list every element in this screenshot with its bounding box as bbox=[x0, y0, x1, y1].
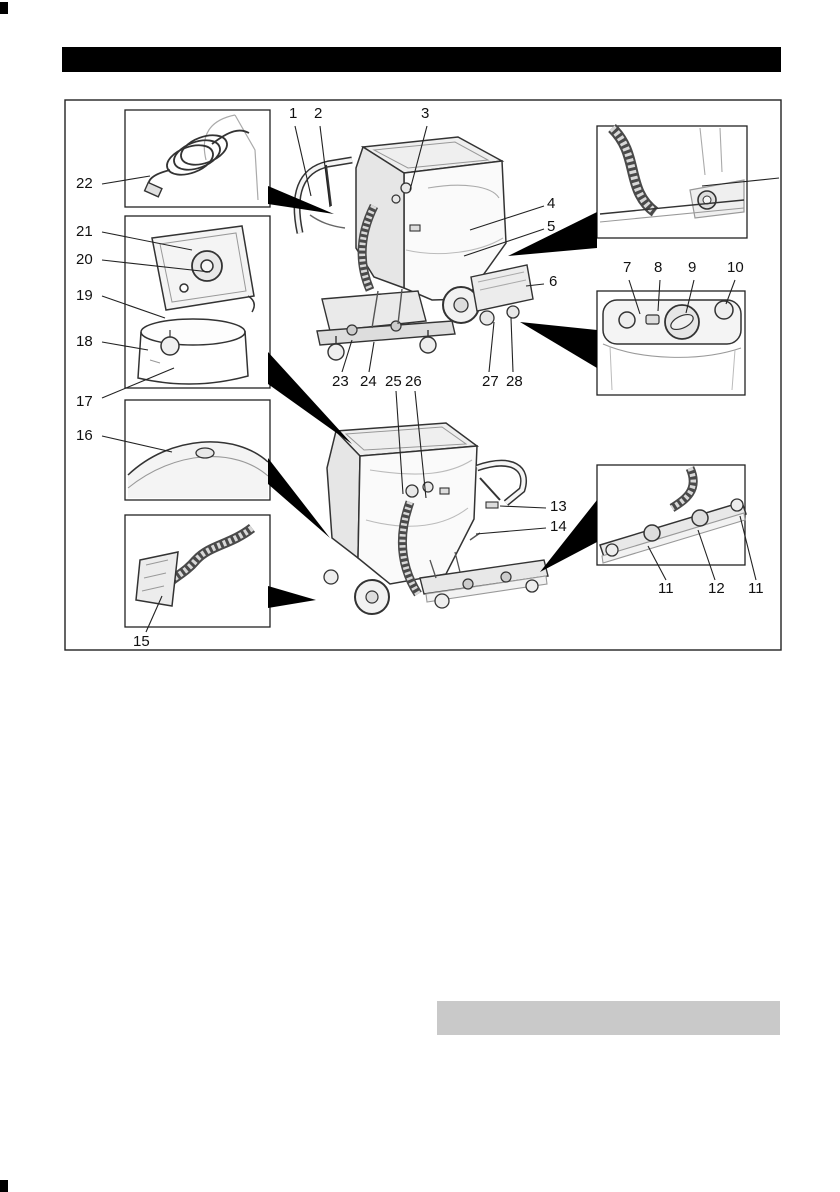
leader-lines bbox=[101, 125, 780, 633]
section-header-bar bbox=[62, 47, 781, 72]
wedge-pointers bbox=[268, 186, 597, 608]
callout-number: 8 bbox=[654, 259, 663, 276]
squeegee-bar-drawing bbox=[599, 466, 747, 564]
callout-number: 14 bbox=[550, 518, 567, 535]
hose-detail-drawing bbox=[599, 124, 745, 223]
callout-number: 3 bbox=[421, 105, 430, 122]
crop-mark-bottom-left bbox=[0, 1180, 8, 1192]
callout-number: 16 bbox=[76, 427, 93, 444]
callout-number: 7 bbox=[623, 259, 632, 276]
gray-highlight-box bbox=[437, 1001, 780, 1035]
callout-number: 10 bbox=[727, 259, 744, 276]
callout-number: 13 bbox=[550, 498, 567, 515]
machine-front-view bbox=[323, 422, 549, 615]
callout-number: 1 bbox=[289, 105, 298, 122]
callout-number: 11 bbox=[658, 580, 674, 597]
callout-number: 25 bbox=[385, 373, 402, 390]
callout-number: 26 bbox=[405, 373, 422, 390]
callout-number: 12 bbox=[708, 580, 725, 597]
callout-number: 6 bbox=[549, 273, 558, 290]
callout-number: 17 bbox=[76, 393, 93, 410]
callout-number: 15 bbox=[133, 633, 150, 650]
callout-number: 28 bbox=[506, 373, 523, 390]
callout-number: 21 bbox=[76, 223, 93, 240]
callout-number: 24 bbox=[360, 373, 377, 390]
callout-number: 9 bbox=[688, 259, 697, 276]
callout-number: 4 bbox=[547, 195, 556, 212]
callout-number: 5 bbox=[547, 218, 556, 235]
callout-number: 20 bbox=[76, 251, 93, 268]
machine-rear-view bbox=[293, 136, 534, 361]
tank-top-drawing bbox=[127, 441, 269, 498]
callout-number: 11 bbox=[748, 580, 764, 597]
callout-number: 18 bbox=[76, 333, 93, 350]
charger-cable-drawing bbox=[143, 114, 259, 201]
callout-number: 27 bbox=[482, 373, 499, 390]
callout-number: 22 bbox=[76, 175, 93, 192]
callout-number: 2 bbox=[314, 105, 323, 122]
callout-number: 19 bbox=[76, 287, 93, 304]
callout-number: 23 bbox=[332, 373, 349, 390]
filler-caps-drawing bbox=[602, 299, 742, 391]
crop-mark-top-left bbox=[0, 2, 8, 14]
suction-nozzle-drawing bbox=[135, 523, 256, 607]
